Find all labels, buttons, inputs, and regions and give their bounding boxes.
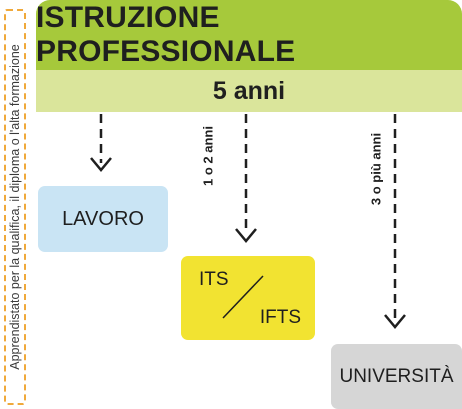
header-title-band: ISTRUZIONE PROFESSIONALE <box>36 0 462 70</box>
header-duration-band: 5 anni <box>36 70 462 112</box>
header-title: ISTRUZIONE PROFESSIONALE <box>36 1 296 68</box>
header-duration: 5 anni <box>212 76 286 105</box>
apprendistato-side-bar: Apprendistato per la qualifica, il diplo… <box>4 9 26 405</box>
header-block: ISTRUZIONE PROFESSIONALE 5 anni <box>36 0 462 112</box>
its-label: ITS <box>199 269 229 290</box>
lavoro-box: LAVORO <box>38 186 168 252</box>
arrow-its-label: 1 o 2 anni <box>200 126 216 186</box>
its-ifts-divider <box>222 275 264 319</box>
arrow-its-head <box>235 228 257 243</box>
universita-label: UNIVERSITÀ <box>339 365 454 387</box>
ifts-label: IFTS <box>259 307 301 328</box>
lavoro-label: LAVORO <box>62 207 144 230</box>
universita-box: UNIVERSITÀ <box>331 344 462 409</box>
arrow-universita-label: 3 o più anni <box>368 132 384 206</box>
its-ifts-box: ITS IFTS <box>181 256 315 340</box>
arrow-lavoro-head <box>90 157 112 172</box>
arrow-uni-head <box>384 314 406 329</box>
